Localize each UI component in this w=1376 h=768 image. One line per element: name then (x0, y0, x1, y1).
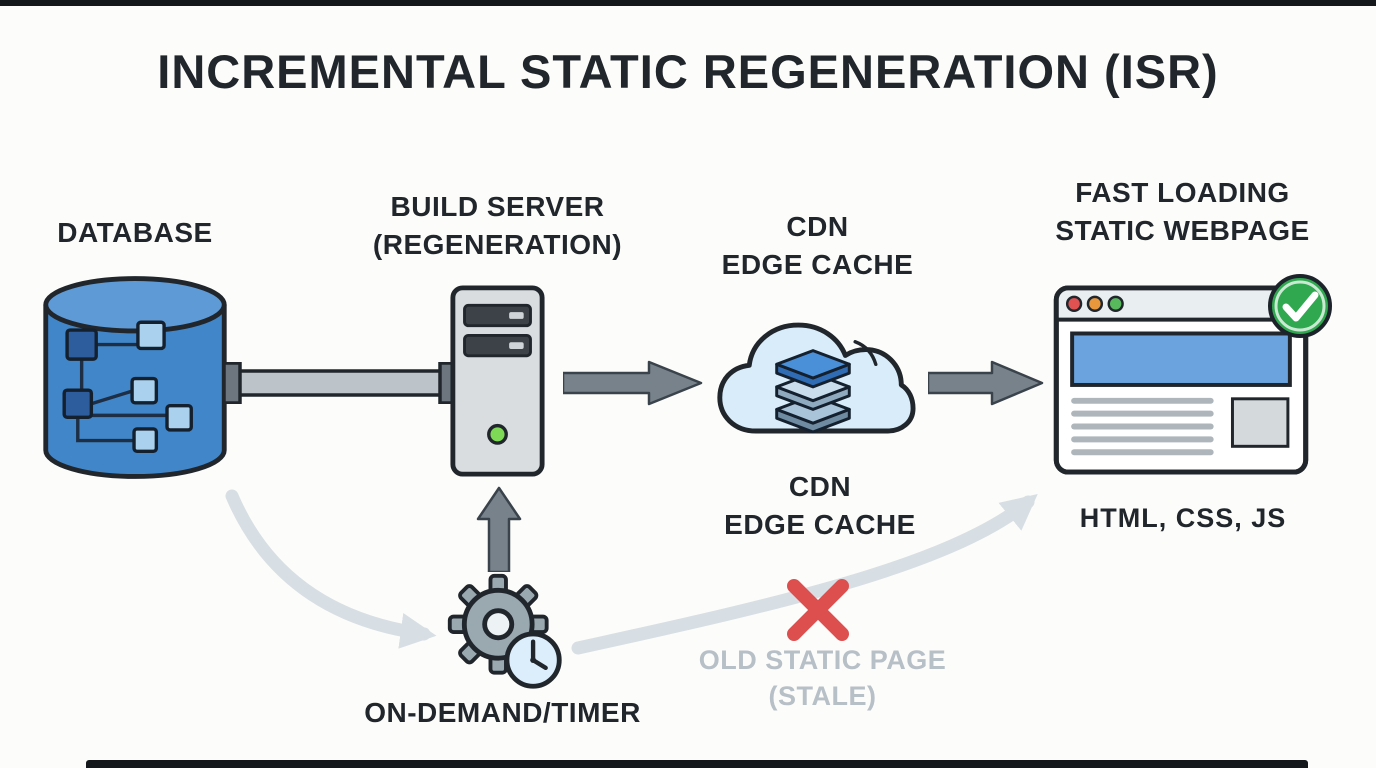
red-x-icon (786, 578, 850, 642)
build-server-label-line1: BUILD SERVER (390, 191, 605, 222)
build-server-label-line2: (REGENERATION) (372, 228, 623, 260)
trigger-to-server-arrow (476, 486, 522, 572)
webpage-label: FAST LOADING STATIC WEBPAGE (1035, 174, 1330, 249)
db-to-trigger-arrow (225, 489, 437, 649)
cdn-to-webpage-arrow (928, 360, 1044, 406)
trigger-label-text: ON-DEMAND/TIMER (364, 697, 641, 728)
cdn-label-top: CDN EDGE CACHE (695, 208, 940, 283)
server-to-cdn-arrow (563, 360, 703, 406)
trigger-label: ON-DEMAND/TIMER (330, 694, 675, 732)
database-icon (38, 268, 232, 490)
top-border (0, 0, 1376, 6)
cdn-label-bottom-line2: EDGE CACHE (724, 508, 916, 540)
diagram-title: INCREMENTAL STATIC REGENERATION (ISR) (157, 45, 1219, 98)
browser-dot-orange (1086, 295, 1104, 312)
gear-clock-icon (442, 570, 568, 694)
bottom-border (86, 760, 1308, 768)
clock-icon (504, 631, 562, 689)
webpage-label-line2: STATIC WEBPAGE (1055, 214, 1310, 246)
browser-dot-green (1107, 295, 1124, 312)
webpage-files-text: HTML, CSS, JS (1079, 503, 1287, 533)
webpage-label-line1: FAST LOADING (1075, 177, 1290, 208)
check-badge-icon (1264, 270, 1336, 342)
database-label: DATABASE (30, 214, 240, 252)
stale-note-line1: OLD STATIC PAGE (698, 645, 947, 675)
build-server-icon (449, 282, 546, 480)
db-to-server-connector (222, 362, 458, 404)
browser-dot-red (1065, 295, 1083, 312)
cdn-label-bottom: CDN EDGE CACHE (695, 468, 945, 543)
cdn-label-top-line1: CDN (786, 211, 849, 242)
stale-note-line2: (STALE) (768, 681, 877, 712)
stale-page-note: OLD STATIC PAGE (STALE) (665, 642, 980, 714)
browser-window-icon (1052, 284, 1310, 477)
cdn-label-top-line2: EDGE CACHE (721, 248, 914, 280)
database-label-text: DATABASE (57, 217, 213, 248)
edge-cache-stack-icon (775, 349, 851, 434)
cdn-cloud-icon (710, 296, 916, 464)
webpage-files-label: HTML, CSS, JS (1040, 500, 1326, 536)
cdn-label-bottom-line1: CDN (788, 471, 852, 502)
build-server-label: BUILD SERVER (REGENERATION) (355, 188, 640, 263)
